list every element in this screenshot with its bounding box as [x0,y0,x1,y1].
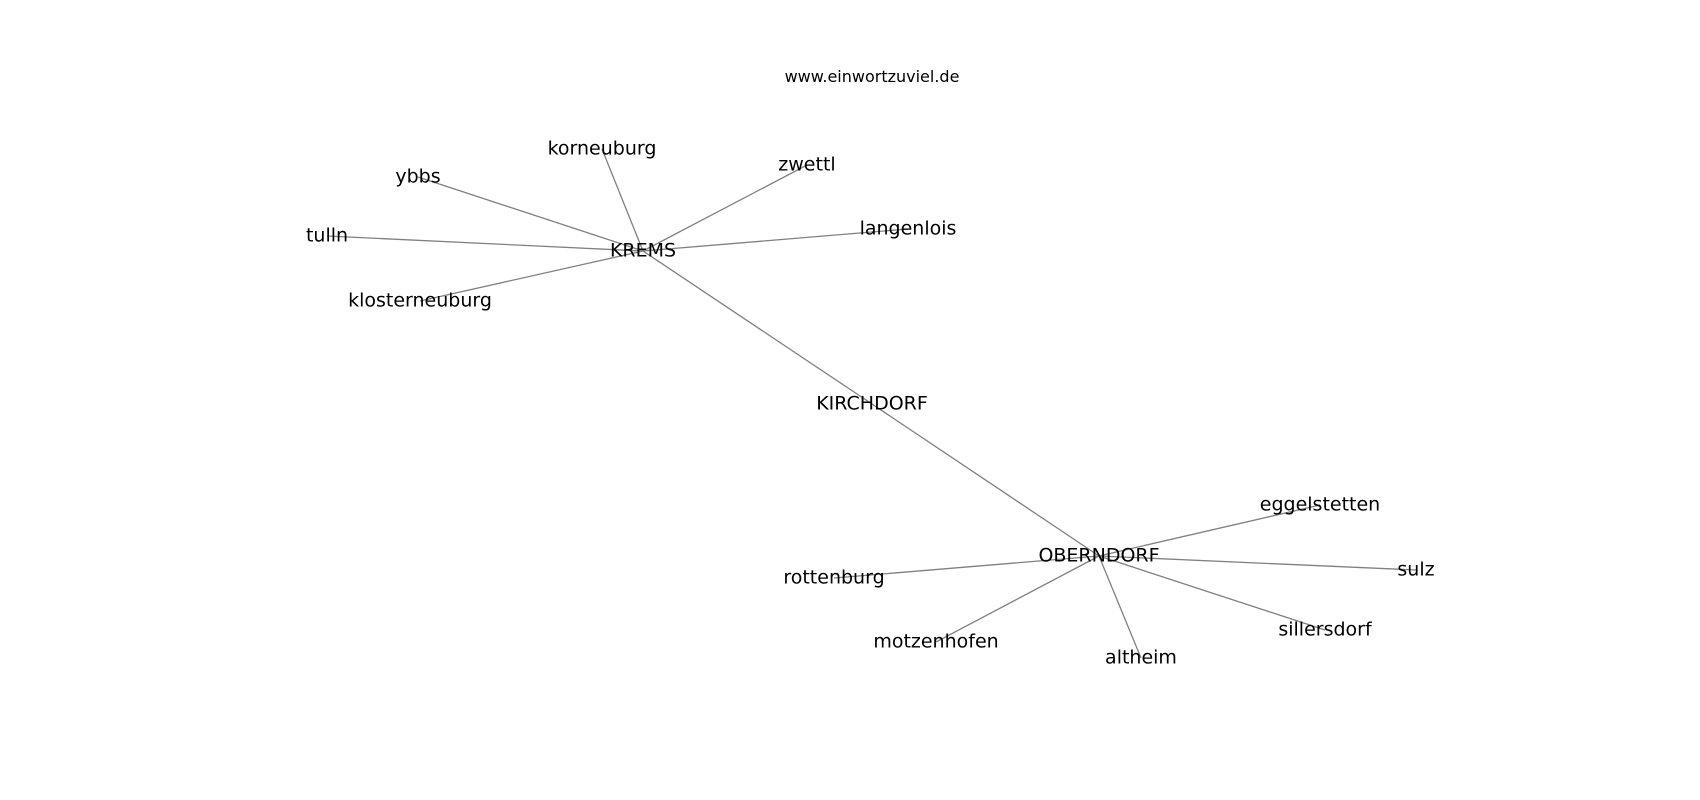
edge-krems-ybbs [417,176,644,252]
edge-oberndorf-sulz [1098,555,1417,571]
node-label-korneuburg: korneuburg [548,138,657,160]
node-label-krems: KREMS [610,240,676,262]
edge-oberndorf-sillersdorf [1098,555,1326,631]
edge-oberndorf-altheim [1098,555,1142,659]
edge-oberndorf-eggelstetten [1098,504,1321,557]
edge-oberndorf-motzenhofen [935,555,1100,643]
node-label-eggelstetten: eggelstetten [1260,494,1380,516]
edge-krems-tulln [326,235,644,252]
node-label-rottenburg: rottenburg [783,567,884,589]
edge-krems-klosterneuburg [419,250,644,302]
node-label-langenlois: langenlois [860,218,957,240]
edges-group [326,148,1417,659]
edge-krems-kirchdorf [642,250,873,405]
edge-krems-langenlois [642,228,909,252]
labels-group: KREMS KIRCHDORF OBERNDORF korneuburg ybbs zwe… [306,138,1435,669]
node-label-sulz: sulz [1397,559,1434,581]
node-label-zwettl: zwettl [778,154,835,176]
edge-krems-zwettl [642,164,808,252]
node-label-kirchdorf: KIRCHDORF [816,393,928,415]
node-label-altheim: altheim [1105,647,1177,669]
edge-krems-korneuburg [601,148,644,252]
edge-kirchdorf-oberndorf [871,403,1100,557]
node-label-oberndorf: OBERNDORF [1038,545,1159,567]
node-label-ybbs: ybbs [395,166,440,188]
node-label-motzenhofen: motzenhofen [873,631,998,653]
node-label-tulln: tulln [306,225,348,247]
edge-oberndorf-rottenburg [833,555,1100,579]
node-label-sillersdorf: sillersdorf [1278,619,1373,641]
watermark-text: www.einwortzuviel.de [785,67,960,86]
node-label-klosterneuburg: klosterneuburg [348,290,492,312]
